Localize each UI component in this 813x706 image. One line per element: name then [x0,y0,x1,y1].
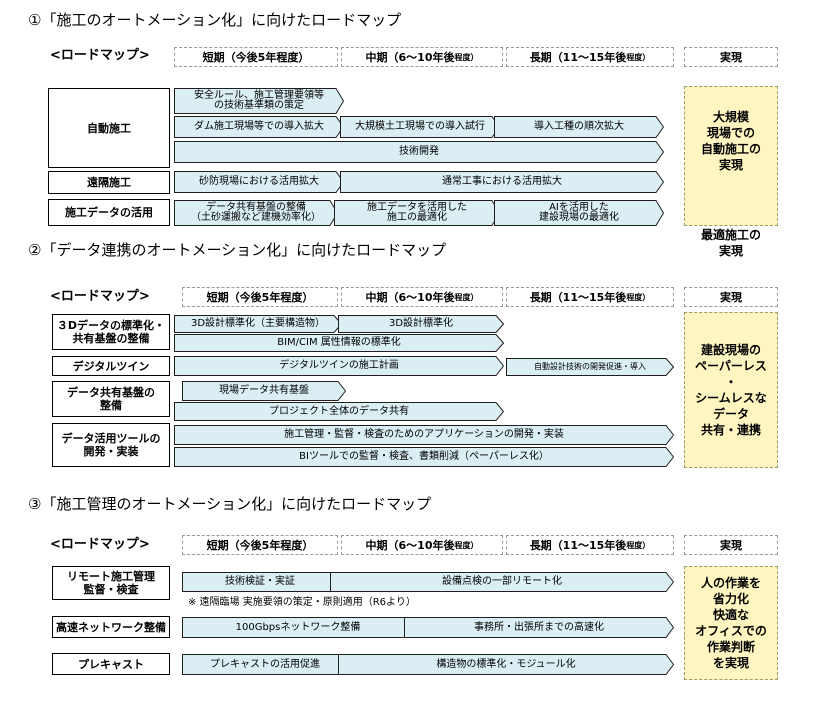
period-result: 実現 [684,535,778,555]
bar-arrow-shape [174,402,504,421]
roadmap-bar: 3D設計標準化（主要構造物） [174,315,342,333]
bar-arrow-shape [174,116,344,138]
bar-arrow-shape [494,200,664,226]
roadmap-bar: 自動設計技術の開発促進・導入 [506,358,674,376]
result-text: 大規模 現場での 自動施工の 実現 [700,110,761,172]
bar-arrow-shape [174,356,504,376]
roadmap-bar: 安全ルール、施工管理要領等 の技術基準類の策定 [174,88,344,114]
category-digital-twin: デジタルツイン [52,356,170,376]
roadmap-header-label: <ロードマップ> [50,289,150,304]
roadmap-bar: 3D設計標準化 [338,315,504,333]
period-mid: 中期（6～10年後程度） [341,287,503,307]
bar-arrow-shape [174,425,674,445]
category-data-tools: データ活用ツールの 開発・実装 [52,423,170,467]
section-2-title: ②「データ連携のオートメーション化」に向けたロードマップ [28,241,447,259]
roadmap-bar: 施工管理・監督・検査のためのアプリケーションの開発・実装 [174,425,674,445]
period-mid: 中期（6～10年後程度） [341,47,503,67]
roadmap-bar: データ共有基盤の整備 （土砂運搬など建機効率化） [174,200,338,226]
category-remote-construction: 遠隔施工 [48,171,170,194]
period-long: 長期（11～15年後程度） [506,47,674,67]
roadmap-bar: 導入工種の順次拡大 [494,116,664,138]
period-long: 長期（11～15年後程度） [506,287,674,307]
bar-arrow-shape [174,200,338,226]
roadmap-bar: 事務所・出張所までの高速化 [404,617,674,638]
roadmap-bar: 通常工事における活用拡大 [340,171,664,193]
roadmap-bar: 100Gbpsネットワーク整備 [182,617,414,638]
bar-arrow-shape [338,654,674,675]
bar-arrow-shape [174,447,674,467]
roadmap-bar: プロジェクト全体のデータ共有 [174,402,504,421]
period-short: 短期（今後5年程度） [182,535,338,555]
category-construction-data: 施工データの活用 [48,199,170,226]
section-1-title: ①「施工のオートメーション化」に向けたロードマップ [28,11,402,29]
roadmap-bar: 施工データを活用した 施工の最適化 [334,200,500,226]
period-result: 実現 [684,47,778,67]
bar-arrow-shape [340,171,664,193]
roadmap-bar: 現場データ共有基盤 [182,381,346,401]
result-text: 人の作業を 省力化 快適な オフィスでの 作業判断 を実現 [695,576,767,670]
roadmap-bar: 設備点検の一部リモート化 [330,572,674,592]
result-box: 大規模 現場での 自動施工の 実現 最適施工の 実現 [684,86,778,258]
bar-arrow-shape [506,358,674,376]
bar-arrow-shape [174,315,342,333]
roadmap-header-label: <ロードマップ> [50,537,150,552]
result-box: 建設現場の ペーパーレス ・ シームレスな データ 共有・連携 [684,312,778,468]
bar-arrow-shape [330,572,674,592]
roadmap-bar: BIツールでの監督・検査、書類削減（ペーパーレス化） [174,447,674,467]
category-remote-management: リモート施工管理 監督・検査 [52,566,170,600]
period-mid: 中期（6～10年後程度） [341,535,503,555]
bar-arrow-shape [174,334,504,352]
roadmap-bar: プレキャストの活用促進 [182,654,348,675]
roadmap-bar: ダム施工現場等での導入拡大 [174,116,344,138]
roadmap-bar: AIを活用した 建設現場の最適化 [494,200,664,226]
roadmap-bar: 構造物の標準化・モジュール化 [338,654,674,675]
roadmap-header-label: <ロードマップ> [50,48,150,63]
period-short: 短期（今後5年程度） [174,47,338,67]
result-text: 最適施工の 実現 [700,228,761,258]
roadmap-bar: 砂防現場における活用拡大 [174,171,344,193]
category-data-sharing: データ共有基盤の 整備 [52,381,170,417]
roadmap-bar: 技術検証・実証 [182,572,338,592]
result-text: 建設現場の ペーパーレス ・ シームレスな データ 共有・連携 [695,343,767,437]
roadmap-bar: 大規模土工現場での導入試行 [340,116,500,138]
remote-inspection-note: ※ 遠隔臨場 実施要領の策定・原則適用（R6より） [188,597,416,608]
bar-arrow-shape [174,141,664,163]
category-network: 高速ネットワーク整備 [52,616,170,638]
roadmap-bar: デジタルツインの施工計画 [174,356,504,376]
period-short: 短期（今後5年程度） [182,287,338,307]
section-3-title: ③「施工管理のオートメーション化」に向けたロードマップ [28,495,432,513]
roadmap-bar: 技術開発 [174,141,664,163]
category-auto-construction: 自動施工 [48,88,170,168]
bar-arrow-shape [338,315,504,333]
bar-arrow-shape [182,381,346,401]
bar-arrow-shape [174,171,344,193]
result-box: 人の作業を 省力化 快適な オフィスでの 作業判断 を実現 [684,566,778,680]
period-result: 実現 [684,287,778,307]
roadmap-bar: BIM/CIM 属性情報の標準化 [174,334,504,352]
bar-arrow-shape [494,116,664,138]
period-long: 長期（11～15年後程度） [506,535,674,555]
bar-arrow-shape [174,88,344,114]
category-precast: プレキャスト [52,653,170,675]
bar-arrow-shape [404,617,674,638]
category-3d-data: ３Dデータの標準化・ 共有基盤の整備 [52,314,170,350]
